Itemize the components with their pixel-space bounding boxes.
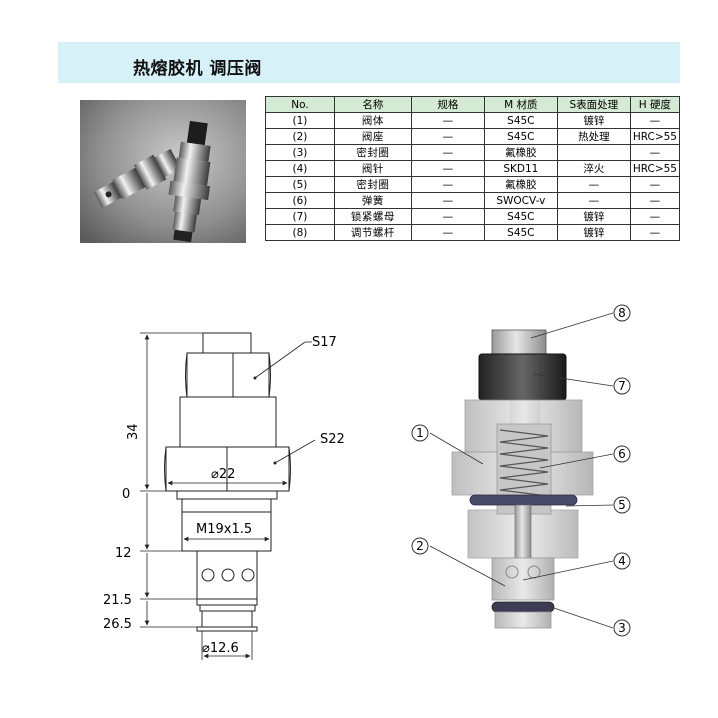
dim-21-5-label: 21.5	[103, 593, 132, 608]
cell-name: 弹簧	[333, 192, 412, 209]
cell-hardness: —	[629, 176, 681, 193]
cell-hardness: —	[629, 208, 681, 225]
dim-34-label: 34	[126, 423, 141, 440]
cell-name: 调节螺杆	[333, 224, 412, 241]
hex-small-label: S17	[312, 335, 337, 350]
dia-22-label: ⌀22	[211, 467, 235, 482]
cell-spec: —	[410, 144, 485, 161]
callout-1-label: 1	[416, 426, 424, 440]
cell-surface: 淬火	[556, 160, 631, 177]
cell-surface: 热处理	[556, 128, 631, 145]
callout-5: 5	[613, 496, 631, 514]
cell-spec: —	[410, 208, 485, 225]
header-spec: 规格	[410, 96, 485, 113]
table-row: (5) 密封圈 — 氟橡胶 — —	[265, 176, 681, 193]
table-row: (1) 阀体 — S45C 镀锌 —	[265, 112, 681, 129]
cell-spec: —	[410, 176, 485, 193]
table-row: (7) 锁紧螺母 — S45C 镀锌 —	[265, 208, 681, 225]
cell-spec: —	[410, 128, 485, 145]
title-bar	[58, 42, 680, 83]
cell-material: SWOCV-v	[483, 192, 558, 209]
cell-surface: —	[556, 192, 631, 209]
callout-7-label: 7	[618, 379, 626, 393]
callout-8: 8	[613, 304, 631, 322]
cell-spec: —	[410, 192, 485, 209]
cell-no: (8)	[265, 224, 335, 241]
cell-no: (2)	[265, 128, 335, 145]
header-no: No.	[265, 96, 335, 113]
callout-2-label: 2	[416, 539, 424, 553]
callout-leaders	[429, 312, 614, 629]
cell-hardness: —	[629, 224, 681, 241]
cell-surface: 镀锌	[556, 112, 631, 129]
cell-surface: —	[556, 176, 631, 193]
cell-no: (3)	[265, 144, 335, 161]
table-row: (8) 调节螺杆 — S45C 镀锌 —	[265, 224, 681, 241]
cell-material: S45C	[483, 224, 558, 241]
cell-no: (6)	[265, 192, 335, 209]
cell-material: 氟橡胶	[483, 176, 558, 193]
callout-5-label: 5	[618, 498, 626, 512]
cell-hardness: —	[629, 192, 681, 209]
cell-hardness: —	[629, 144, 681, 161]
table-header-row: No. 名称 规格 M 材质 S表面处理 H 硬度	[265, 96, 681, 113]
cell-no: (5)	[265, 176, 335, 193]
callout-6-label: 6	[618, 447, 626, 461]
cell-name: 密封圈	[333, 144, 412, 161]
callout-8-label: 8	[618, 306, 626, 320]
cell-material: 氟橡胶	[483, 144, 558, 161]
side-view	[164, 332, 291, 632]
cell-hardness: —	[629, 112, 681, 129]
table-row: (6) 弹簧 — SWOCV-v — —	[265, 192, 681, 209]
technical-drawing: S17 S22 34 0 12 21.5 26.5 ⌀22 M19x1.5 ⌀1…	[103, 304, 631, 660]
dim-0-label: 0	[122, 487, 130, 502]
cell-spec: —	[410, 160, 485, 177]
table-row: (2) 阀座 — S45C 热处理 HRC>55	[265, 128, 681, 145]
header-name: 名称	[333, 96, 412, 113]
thread-label: M19x1.5	[196, 522, 252, 537]
cell-spec: —	[410, 224, 485, 241]
page-title: 热熔胶机 调压阀	[133, 59, 262, 79]
table-row: (4) 阀针 — SKD11 淬火 HRC>55	[265, 160, 681, 177]
product-photo	[80, 100, 246, 243]
cell-name: 阀座	[333, 128, 412, 145]
cutaway-view	[451, 329, 594, 629]
cell-surface: 镀锌	[556, 208, 631, 225]
parts-table: No. 名称 规格 M 材质 S表面处理 H 硬度 (1) 阀体 — S45C …	[265, 96, 681, 241]
cell-surface	[556, 144, 631, 161]
dia-12-6-label: ⌀12.6	[202, 641, 239, 656]
cell-no: (1)	[265, 112, 335, 129]
cell-name: 密封圈	[333, 176, 412, 193]
callout-7: 7	[613, 377, 631, 395]
cell-name: 阀体	[333, 112, 412, 129]
callout-2: 2	[411, 537, 429, 555]
cell-name: 锁紧螺母	[333, 208, 412, 225]
cell-material: S45C	[483, 112, 558, 129]
header-hardness: H 硬度	[629, 96, 681, 113]
callout-3-label: 3	[618, 621, 626, 635]
callout-circles: 8 7 1 6 5 2 4 3	[411, 304, 631, 637]
hex-large-label: S22	[320, 432, 345, 447]
cell-spec: —	[410, 112, 485, 129]
cell-surface: 镀锌	[556, 224, 631, 241]
callout-3: 3	[613, 619, 631, 637]
header-surface: S表面处理	[556, 96, 631, 113]
cell-material: S45C	[483, 208, 558, 225]
cell-hardness: HRC>55	[629, 128, 681, 145]
cell-hardness: HRC>55	[629, 160, 681, 177]
callout-6: 6	[613, 445, 631, 463]
cell-no: (7)	[265, 208, 335, 225]
cell-name: 阀针	[333, 160, 412, 177]
cell-no: (4)	[265, 160, 335, 177]
header-material: M 材质	[483, 96, 558, 113]
cell-material: S45C	[483, 128, 558, 145]
cell-material: SKD11	[483, 160, 558, 177]
dimension-lines	[140, 332, 316, 660]
callout-1: 1	[411, 424, 429, 442]
table-row: (3) 密封圈 — 氟橡胶 —	[265, 144, 681, 161]
callout-4: 4	[613, 552, 631, 570]
dim-12-label: 12	[115, 546, 132, 561]
dim-26-5-label: 26.5	[103, 617, 132, 632]
callout-4-label: 4	[618, 554, 626, 568]
